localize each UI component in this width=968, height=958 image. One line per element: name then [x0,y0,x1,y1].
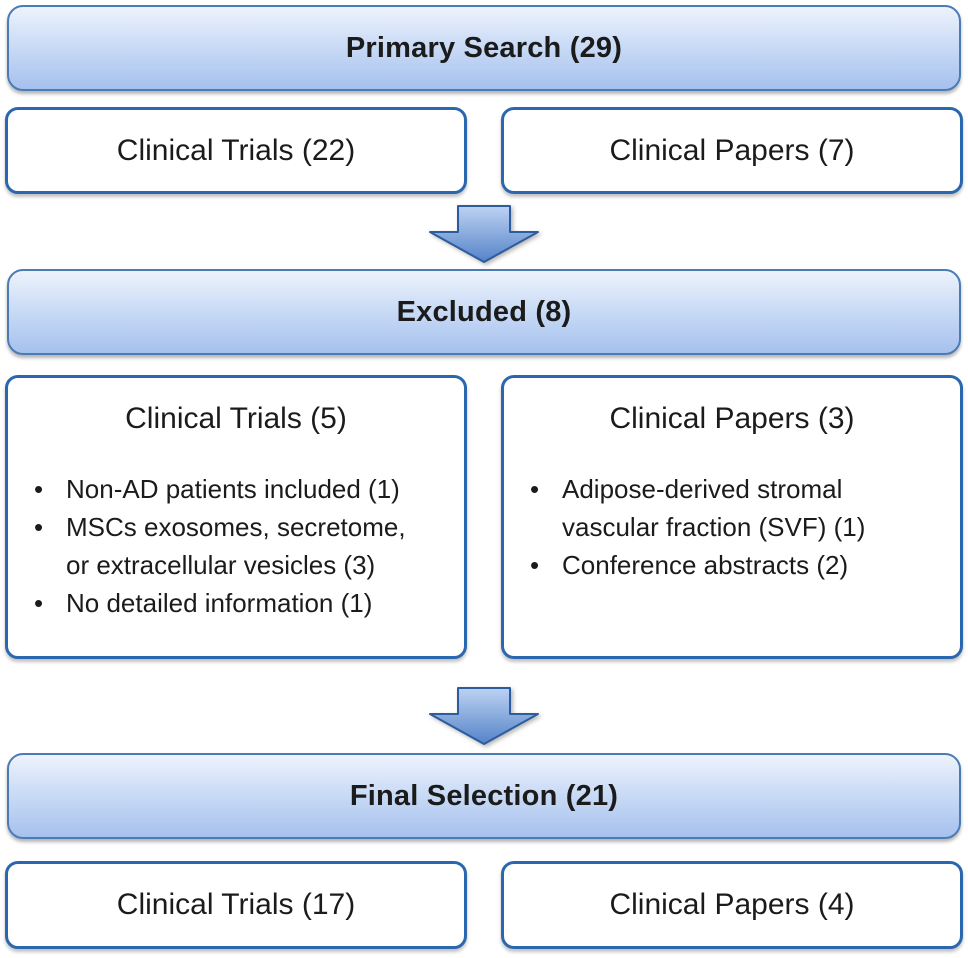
exclusion-reason: Adipose-derived stromal vascular fractio… [562,474,866,542]
box-primary-clinical-trials: Clinical Trials (22) [5,107,467,194]
box-final-clinical-trials-label: Clinical Trials (17) [116,888,356,921]
banner-primary-search-label: Primary Search (29) [345,31,623,64]
list-item: Non-AD patients included (1) [28,470,456,508]
exclusion-reason: Non-AD patients included (1) [66,474,400,504]
final-selection-row: Clinical Trials (17) Clinical Papers (4) [5,861,963,949]
box-final-clinical-papers: Clinical Papers (4) [501,861,963,949]
list-item: Conference abstracts (2) [524,546,952,584]
banner-final-selection-label: Final Selection (21) [349,779,619,812]
flow-connector-2 [0,687,968,745]
banner-excluded-label: Excluded (8) [396,295,572,328]
flow-connector-1 [0,205,968,263]
exclusion-reason: Conference abstracts (2) [562,550,849,580]
box-primary-clinical-papers-label: Clinical Papers (7) [609,133,855,167]
box-excluded-clinical-papers-label: Clinical Papers (3) [609,402,855,435]
down-arrow-icon [429,687,539,745]
box-excluded-clinical-trials: Clinical Trials (5) Non-AD patients incl… [5,375,467,659]
excluded-clinical-trials-reasons: Non-AD patients included (1) MSCs exosom… [8,470,464,622]
list-item: MSCs exosomes, secretome, or extracellul… [28,508,456,584]
banner-final-selection: Final Selection (21) [7,753,961,839]
box-final-clinical-papers-label: Clinical Papers (4) [609,888,855,921]
list-item: No detailed information (1) [28,584,456,622]
list-item: Adipose-derived stromal vascular fractio… [524,470,952,546]
excluded-row: Clinical Trials (5) Non-AD patients incl… [5,375,963,659]
banner-primary-search: Primary Search (29) [7,5,961,91]
primary-search-row: Clinical Trials (22) Clinical Papers (7) [5,107,963,194]
excluded-clinical-papers-reasons: Adipose-derived stromal vascular fractio… [504,470,960,584]
box-final-clinical-trials: Clinical Trials (17) [5,861,467,949]
exclusion-reason: No detailed information (1) [66,588,373,618]
box-excluded-clinical-trials-label: Clinical Trials (5) [125,402,347,435]
box-primary-clinical-trials-label: Clinical Trials (22) [116,133,356,167]
down-arrow-icon [429,205,539,263]
exclusion-reason: MSCs exosomes, secretome, or extracellul… [66,512,406,580]
box-primary-clinical-papers: Clinical Papers (7) [501,107,963,194]
box-excluded-clinical-papers: Clinical Papers (3) Adipose-derived stro… [501,375,963,659]
banner-excluded: Excluded (8) [7,269,961,355]
